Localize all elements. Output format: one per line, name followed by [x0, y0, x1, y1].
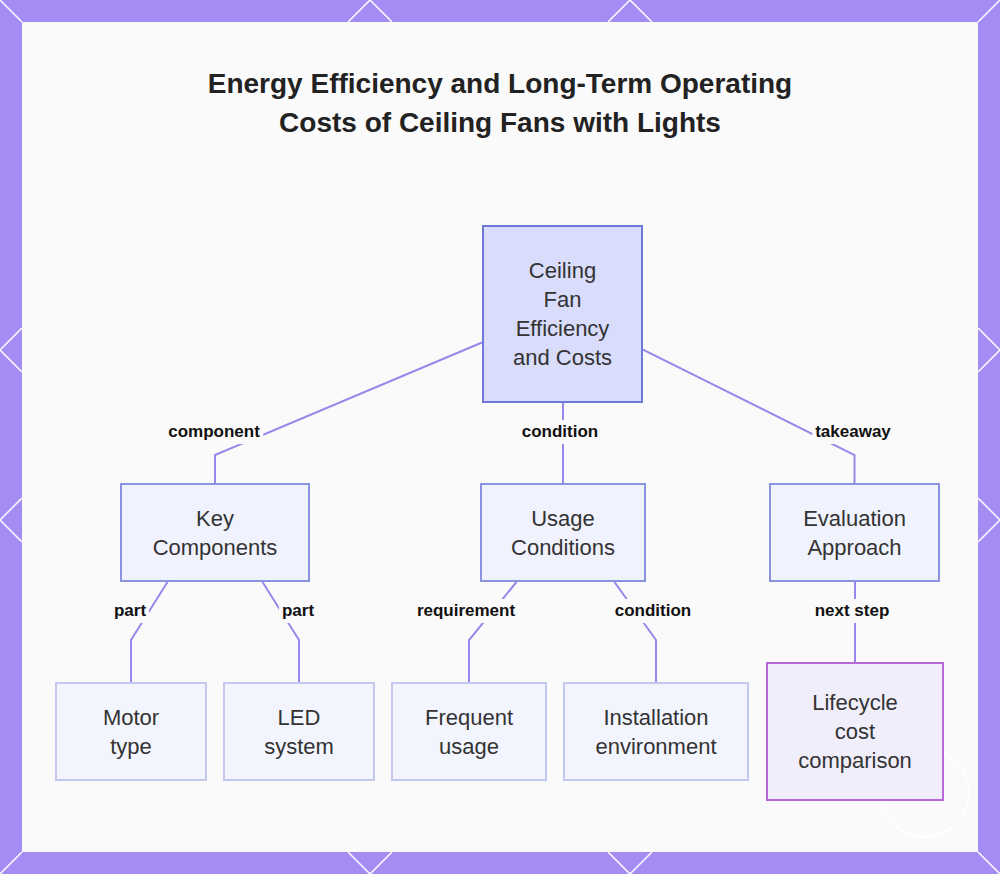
leaf-box: Installation environment — [563, 682, 749, 781]
category-box: Evaluation Approach — [769, 483, 940, 582]
edge-label: condition — [519, 420, 601, 444]
node-text: LED system — [249, 703, 349, 761]
edge-label: takeaway — [812, 420, 894, 444]
node-text: Frequent usage — [417, 703, 521, 761]
node-text: Key Components — [150, 504, 280, 562]
edge-label: requirement — [414, 599, 518, 623]
edge-label: next step — [812, 599, 893, 623]
border-chevron — [978, 328, 1000, 372]
node-text: Motor type — [81, 703, 181, 761]
connector — [643, 350, 855, 483]
border-chevron — [0, 498, 22, 542]
edge-label: part — [279, 599, 317, 623]
node-text: Lifecycle cost comparison — [796, 688, 914, 775]
connector — [469, 582, 517, 682]
node-text: Evaluation Approach — [789, 504, 920, 562]
border-chevron — [608, 0, 652, 22]
corner-line — [0, 0, 22, 22]
edge-label: component — [165, 420, 263, 444]
leaf-box: Motor type — [55, 682, 207, 781]
edge-label: condition — [612, 599, 694, 623]
connector — [614, 582, 656, 682]
edge-label: part — [111, 599, 149, 623]
border-chevron — [0, 328, 22, 372]
connector — [263, 582, 300, 682]
node-text: Ceiling Fan Efficiency and Costs — [510, 256, 615, 372]
border-chevron — [978, 498, 1000, 542]
leaf-box: LED system — [223, 682, 375, 781]
root-box: Ceiling Fan Efficiency and Costs — [482, 225, 643, 403]
category-box: Usage Conditions — [480, 483, 646, 582]
corner-line — [978, 852, 1000, 874]
leaf-box: Frequent usage — [391, 682, 547, 781]
category-box: Key Components — [120, 483, 310, 582]
connector — [215, 342, 482, 483]
corner-line — [0, 852, 22, 874]
node-text: Installation environment — [587, 703, 725, 761]
border-chevron — [608, 852, 652, 874]
corner-line — [978, 0, 1000, 22]
next-step-box: Lifecycle cost comparison — [766, 662, 944, 801]
connector — [131, 582, 168, 682]
border-chevron — [348, 852, 392, 874]
diagram-title: Energy Efficiency and Long-Term Operatin… — [205, 64, 795, 142]
node-text: Usage Conditions — [500, 504, 626, 562]
border-chevron — [348, 0, 392, 22]
